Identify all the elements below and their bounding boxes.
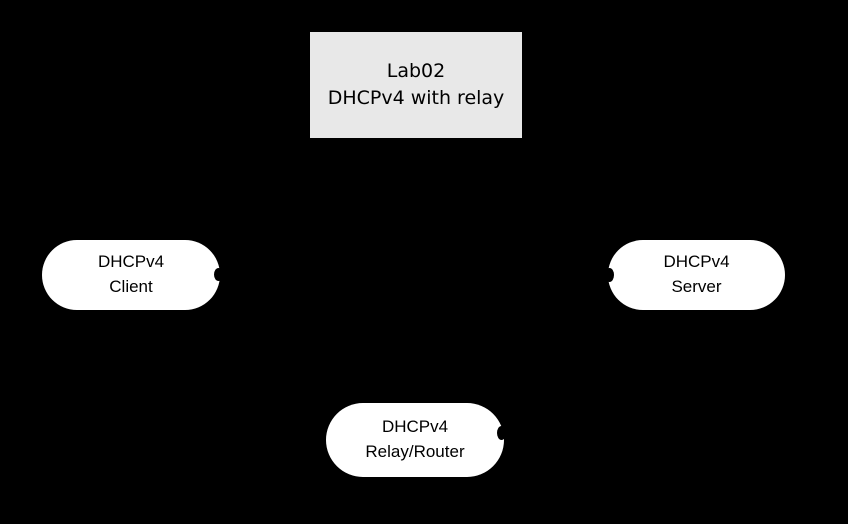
client-edge-anchor-notch bbox=[214, 268, 223, 281]
dhcpv4-relay-router-label-line-2: Relay/Router bbox=[365, 442, 465, 461]
edge-relay-to-server bbox=[499, 277, 613, 433]
dhcpv4-client-node[interactable]: DHCPv4 Client bbox=[42, 240, 220, 310]
dhcpv4-server-label-line-1: DHCPv4 bbox=[663, 252, 730, 272]
dhcpv4-client-label-line-2: Client bbox=[109, 277, 153, 296]
dhcpv4-relay-router-node[interactable]: DHCPv4 Relay/Router bbox=[326, 403, 504, 477]
dhcpv4-client-label-line-1: DHCPv4 bbox=[97, 252, 165, 272]
lab-title-line-1: Lab02 bbox=[386, 60, 446, 83]
lab-title-box: Lab02 DHCPv4 with relay bbox=[310, 32, 522, 138]
dhcpv4-server-label-line-2: Server bbox=[671, 277, 722, 296]
dhcpv4-server-node[interactable]: DHCPv4 Server bbox=[608, 240, 785, 310]
edge-client-to-relay bbox=[219, 277, 331, 433]
lab-title-line-2: DHCPv4 with relay bbox=[327, 87, 505, 109]
server-edge-anchor-notch bbox=[605, 268, 614, 282]
dhcpv4-relay-router-label-line-1: DHCPv4 bbox=[381, 417, 449, 437]
relay-edge-anchor-notch bbox=[497, 426, 506, 440]
